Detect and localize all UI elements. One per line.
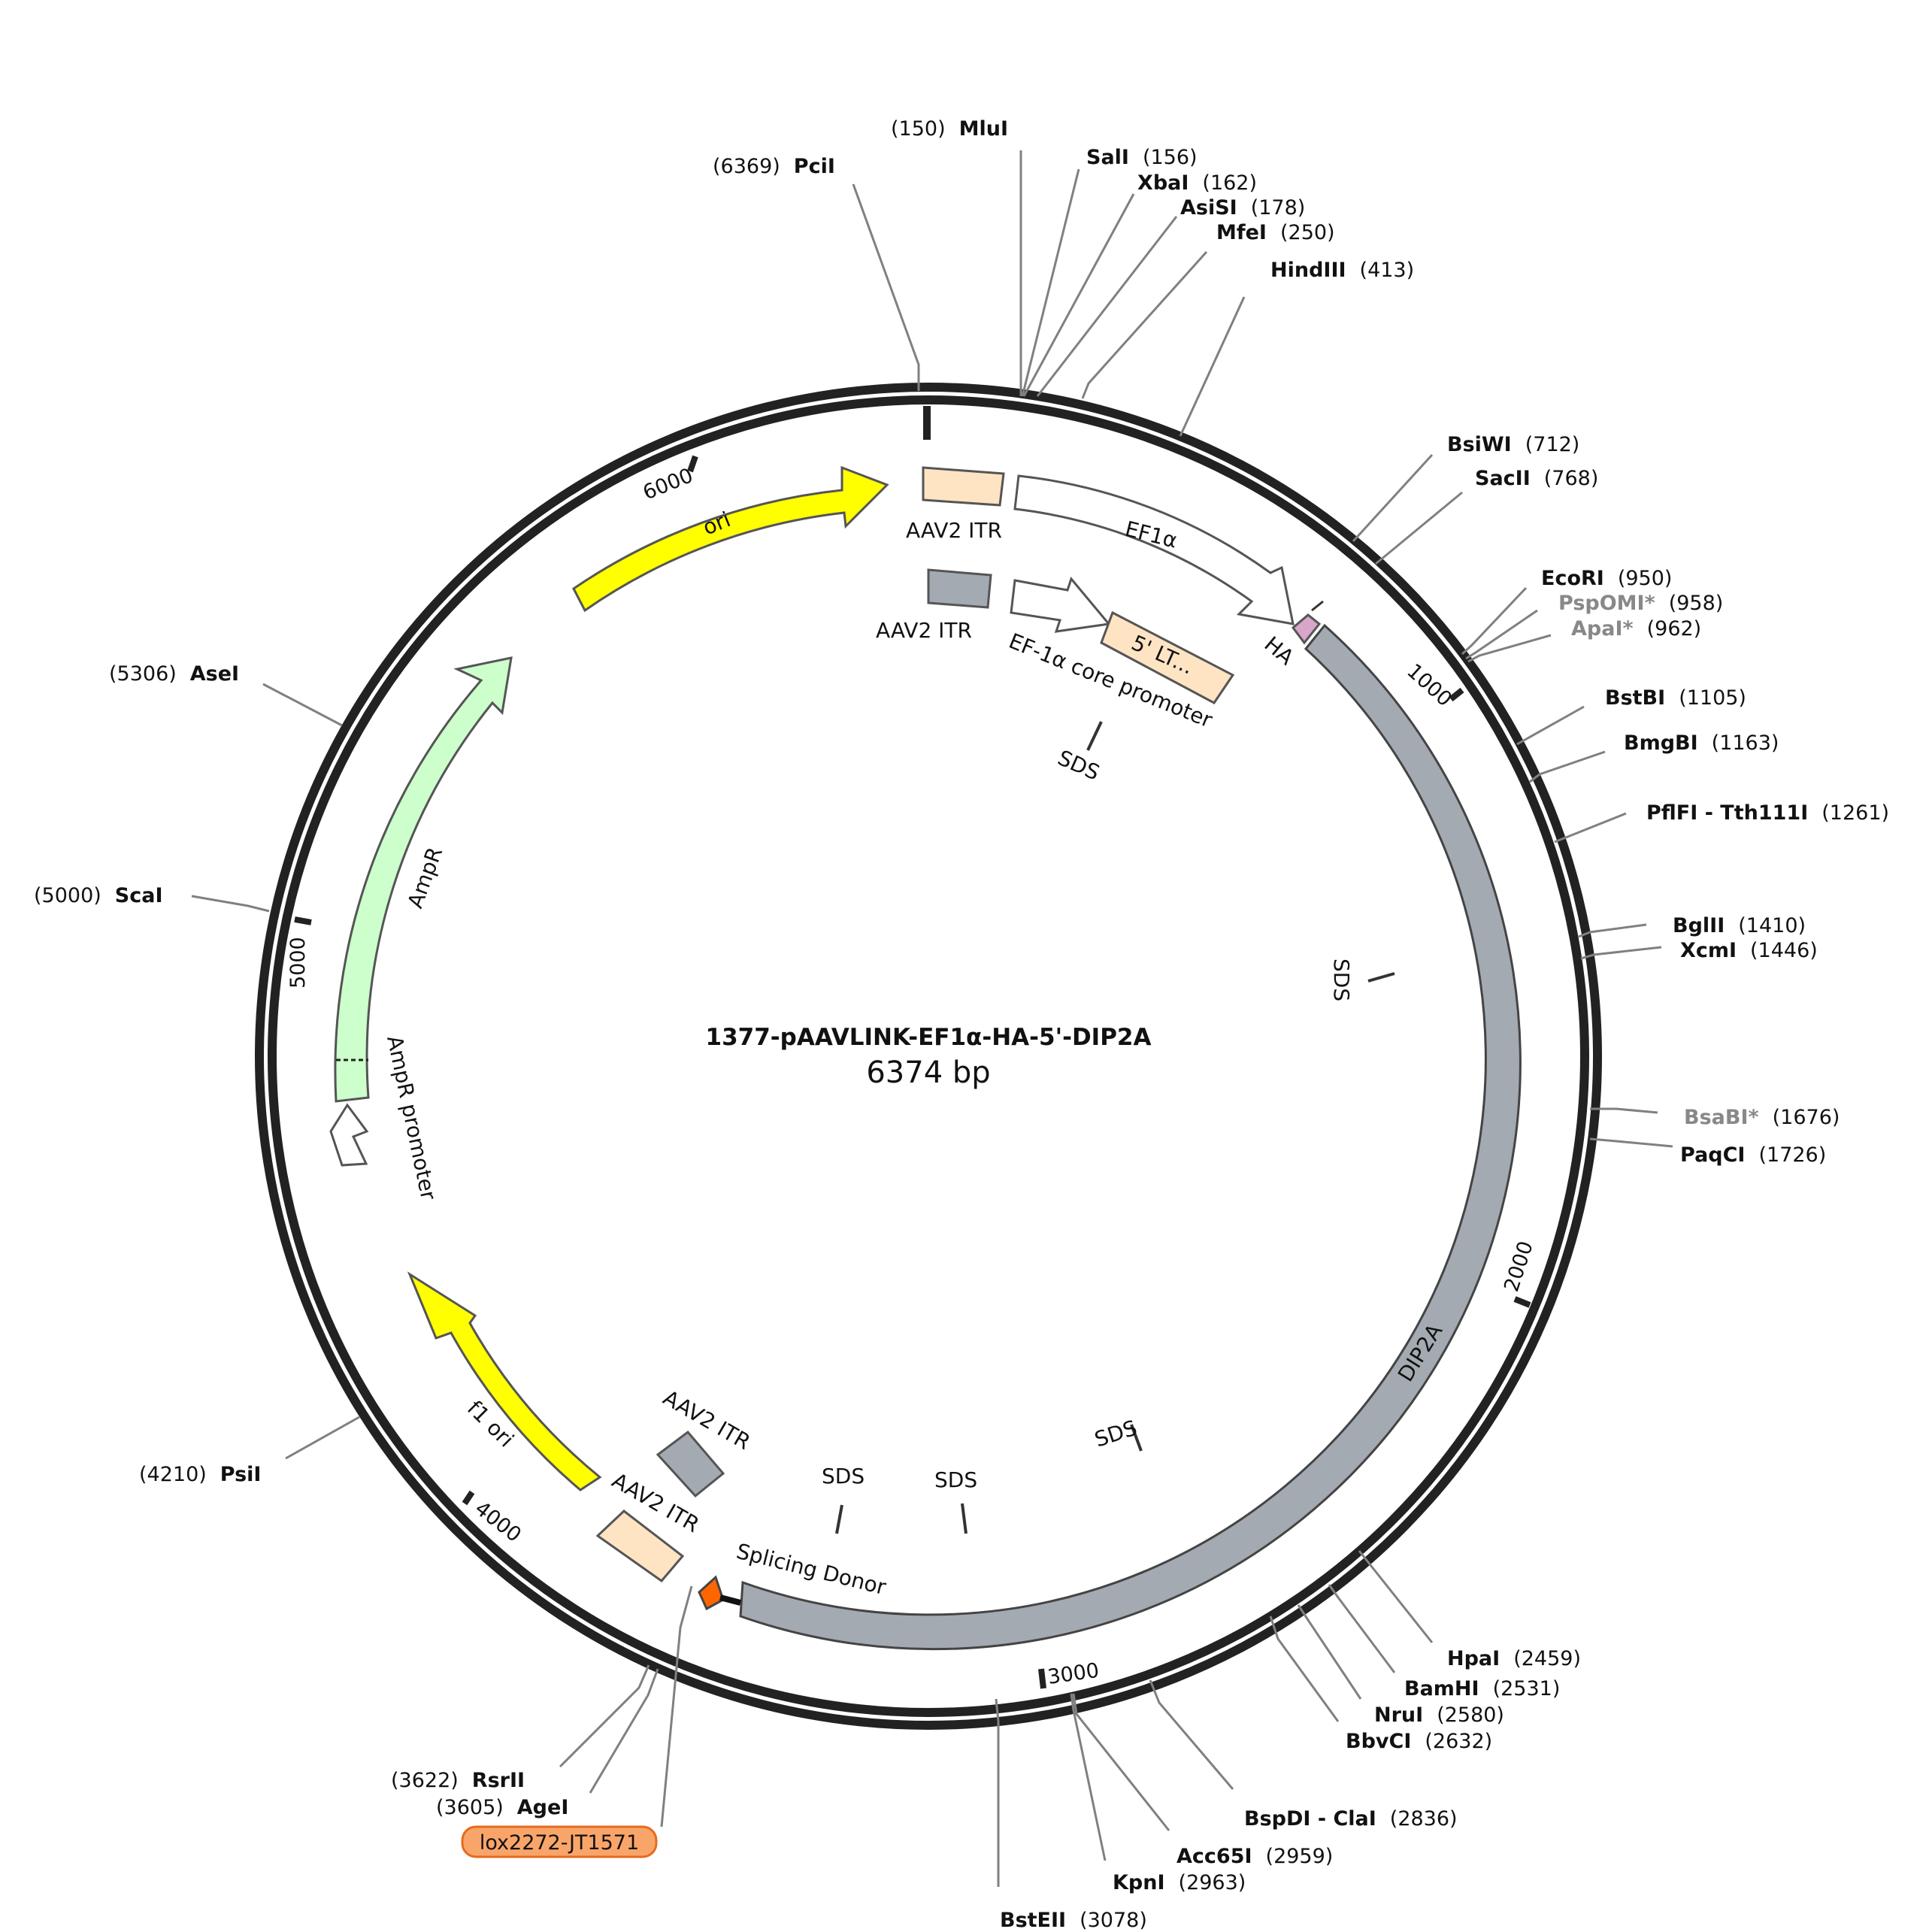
site-xcmi[interactable]: XcmI(1446) [1680, 939, 1818, 962]
ampr-feature[interactable] [334, 656, 513, 1103]
tick-label-6000: 6000 [640, 464, 696, 504]
tick-label-1000: 1000 [1402, 659, 1456, 711]
site-agei[interactable]: (3605)AgeI [436, 1796, 568, 1819]
tick-label-5000: 5000 [286, 937, 310, 989]
ampr-promoter-label: AmpR promoter [382, 1034, 441, 1203]
sds-marker-4 [961, 1503, 968, 1534]
sds-label-2: SDS [1329, 958, 1354, 1001]
ha-feature[interactable] [1291, 613, 1322, 645]
sds-label-4: SDS [934, 1467, 977, 1492]
tick-2000 [1513, 1296, 1531, 1308]
site-asei[interactable]: (5306)AseI [109, 662, 239, 686]
plasmid-name: 1377-pAAVLINK-EF1α-HA-5'-DIP2A [706, 1024, 1152, 1051]
tick-6000 [687, 455, 698, 473]
ha-marker [1311, 600, 1324, 612]
site-apai[interactable]: ApaI*(962) [1571, 617, 1701, 640]
lox-label: lox2272-JT1571 [480, 1831, 639, 1855]
ef1a-feature[interactable] [1013, 474, 1295, 625]
sds-marker-1 [1086, 721, 1103, 751]
site-sali[interactable]: SalI(156) [1086, 146, 1198, 169]
site-mfei[interactable]: MfeI(250) [1216, 221, 1335, 244]
restriction-sites: (150)MluI (6369)PciI SalI(156) XbaI(162)… [34, 117, 1889, 1932]
site-bsabi[interactable]: BsaBI*(1676) [1684, 1106, 1840, 1129]
site-kpni[interactable]: KpnI(2963) [1113, 1871, 1246, 1894]
sds-label-1: SDS [1054, 745, 1104, 785]
tick-1000 [1449, 687, 1464, 702]
site-bsteii[interactable]: BstEII(3078) [1000, 1909, 1147, 1932]
site-bsiwi[interactable]: BsiWI(712) [1447, 433, 1579, 456]
sds-marker-5 [835, 1504, 843, 1534]
backbone-inner-strand [268, 395, 1589, 1717]
splicing-donor-feature[interactable] [698, 1575, 725, 1611]
site-bstbi[interactable]: BstBI(1105) [1605, 686, 1746, 710]
site-bmgbi[interactable]: BmgBI(1163) [1624, 731, 1779, 755]
site-bglii[interactable]: BglII(1410) [1673, 914, 1806, 937]
dip2a-feature[interactable] [739, 623, 1522, 1651]
site-psii[interactable]: (4210)PsiI [139, 1463, 261, 1486]
aav-itr-top-feature[interactable] [922, 466, 1005, 507]
aav-itr-dark-label: AAV2 ITR [876, 618, 972, 643]
site-pspomi[interactable]: PspOMI*(958) [1558, 592, 1723, 615]
site-nrui[interactable]: NruI(2580) [1374, 1703, 1504, 1727]
sds-marker-2 [1367, 972, 1395, 983]
leader-lines [191, 150, 1673, 1887]
site-bbvci[interactable]: BbvCI(2632) [1346, 1730, 1492, 1753]
tick-marks [294, 455, 1531, 1689]
site-bamhi[interactable]: BamHI(2531) [1404, 1677, 1560, 1700]
site-xbai[interactable]: XbaI(162) [1137, 171, 1257, 195]
sds-marker-3 [1130, 1424, 1143, 1452]
ampr-promoter-feature[interactable] [329, 1103, 369, 1167]
tick-label-3000: 3000 [1046, 1659, 1101, 1689]
site-hindiii[interactable]: HindIII(413) [1270, 259, 1414, 282]
aav-itr-dark-feature[interactable] [927, 568, 992, 609]
backbone-outer-strand [255, 383, 1602, 1730]
site-asisi[interactable]: AsiSI(178) [1180, 196, 1305, 220]
ha-label: HA [1260, 631, 1299, 670]
aav-itr-bottom-light-feature[interactable] [595, 1510, 685, 1583]
site-bspdi-clai[interactable]: BspDI - ClaI(2836) [1244, 1807, 1458, 1831]
site-pcii[interactable]: (6369)PciI [713, 155, 835, 178]
five-lt-feature[interactable] [1100, 610, 1235, 704]
site-scai[interactable]: (5000)ScaI [34, 884, 163, 907]
site-mlui[interactable]: (150)MluI [891, 117, 1008, 141]
f1-ori-feature[interactable] [407, 1271, 602, 1491]
ori-feature[interactable] [572, 465, 889, 613]
site-sacii[interactable]: SacII(768) [1475, 467, 1598, 490]
site-paqci[interactable]: PaqCI(1726) [1680, 1143, 1826, 1167]
aav-itr-bottom-dark-feature[interactable] [656, 1430, 725, 1498]
tick-3000 [1038, 1668, 1046, 1689]
lox-badge[interactable]: lox2272-JT1571 [461, 1825, 658, 1858]
tick-4000 [462, 1490, 475, 1506]
site-acc65i[interactable]: Acc65I(2959) [1176, 1845, 1333, 1868]
site-pflfi-tth111i[interactable]: PflFI - Tth111I(1261) [1646, 801, 1889, 825]
site-hpai[interactable]: HpaI(2459) [1447, 1647, 1581, 1670]
sds-label-3: SDS [1092, 1416, 1140, 1452]
ampr-label: AmpR [403, 843, 448, 911]
plasmid-size: 6374 bp [866, 1055, 990, 1090]
tick-5000 [294, 916, 312, 925]
site-ecori[interactable]: EcoRI(950) [1541, 567, 1672, 590]
tick-label-2000: 2000 [1500, 1238, 1538, 1295]
ef1a-core-promoter-feature[interactable] [1010, 576, 1111, 633]
site-rsrii[interactable]: (3622)RsrII [391, 1769, 525, 1792]
splicing-donor-connector [719, 1594, 742, 1606]
aav-itr-top-label: AAV2 ITR [906, 518, 1002, 543]
sds-label-5: SDS [822, 1464, 865, 1488]
